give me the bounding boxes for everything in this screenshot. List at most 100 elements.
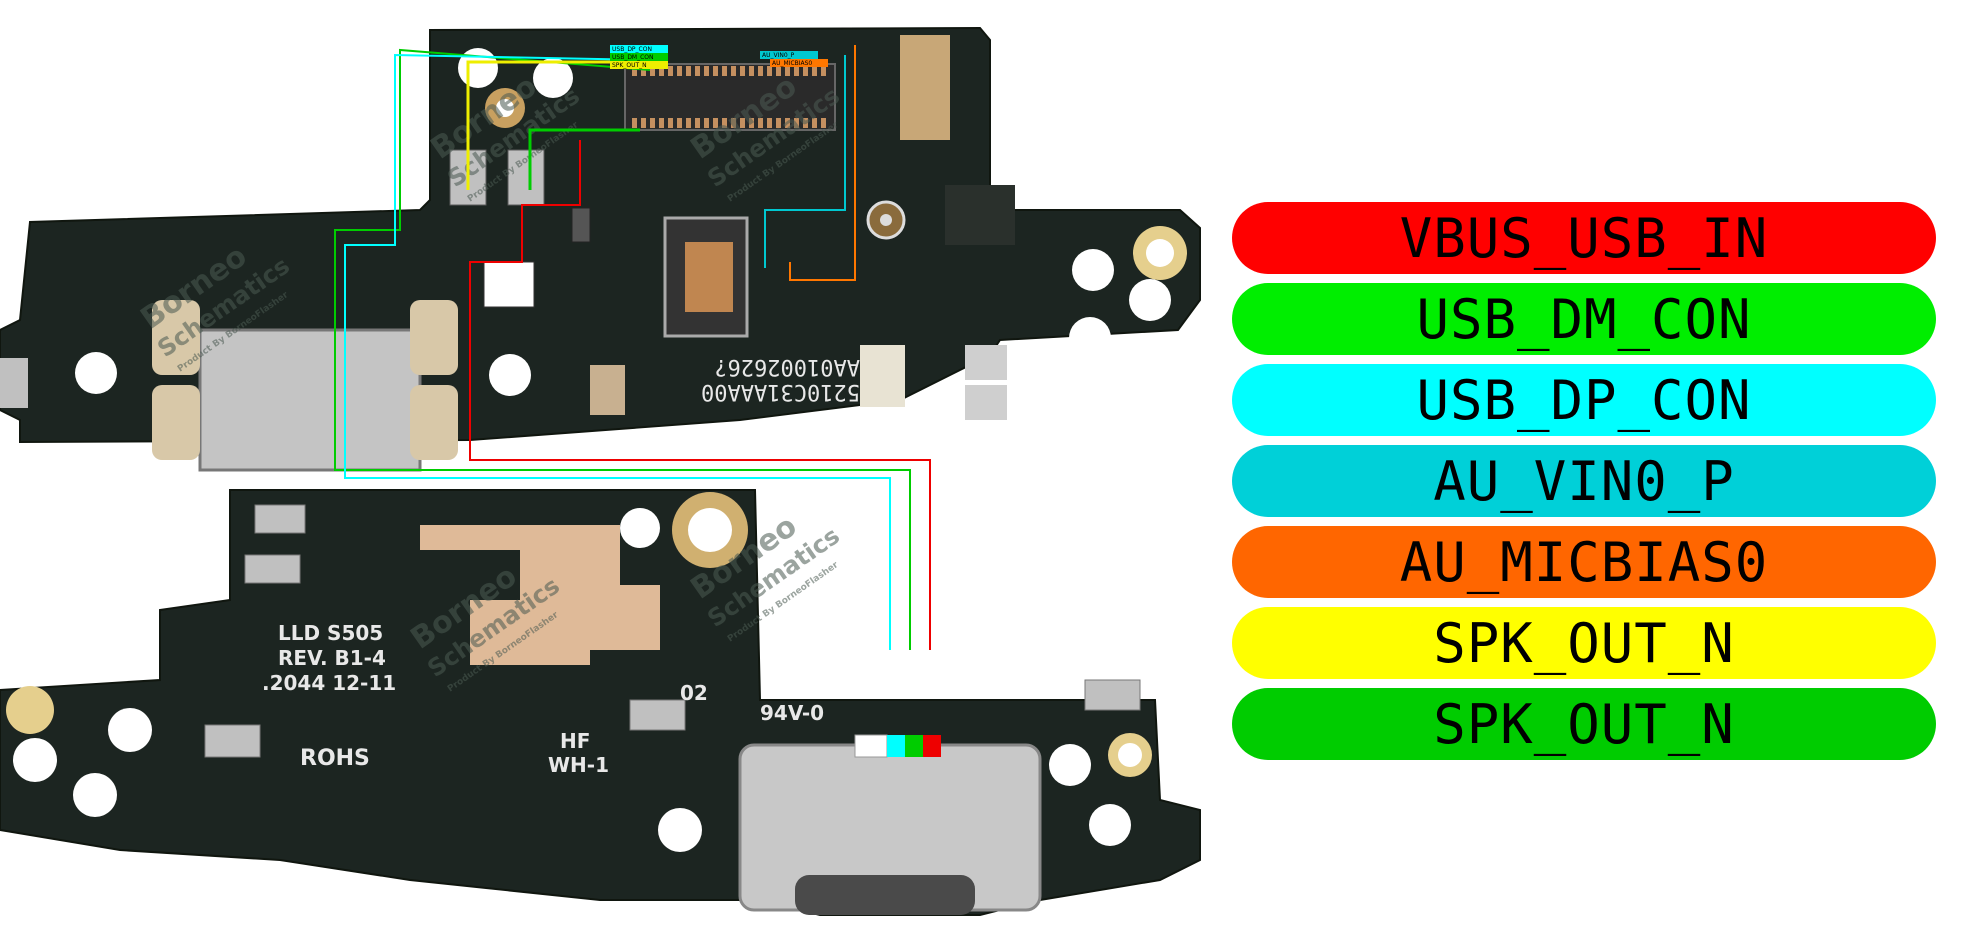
pad-right bbox=[965, 345, 1007, 380]
fpc-pin bbox=[704, 118, 709, 128]
mount-hole bbox=[1049, 744, 1091, 786]
fpc-pin bbox=[740, 118, 745, 128]
mount-hole bbox=[1129, 279, 1171, 321]
fpc-pin bbox=[749, 118, 754, 128]
trace-spk-green bbox=[528, 128, 640, 190]
usb-c-pin-white bbox=[854, 734, 888, 758]
micro-usb-pad bbox=[410, 300, 458, 375]
fpc-pin bbox=[794, 118, 799, 128]
legend-item-usb-dm-con: USB_DM_CON bbox=[1232, 283, 1936, 355]
mount-hole bbox=[533, 58, 573, 98]
fpc-pin bbox=[695, 118, 700, 128]
board-label-hf: HF bbox=[560, 729, 590, 753]
fpc-pin bbox=[776, 66, 781, 76]
mount-hole bbox=[73, 773, 117, 817]
usb-c-pin-red bbox=[923, 735, 941, 757]
fpc-pin bbox=[731, 118, 736, 128]
trace-au-vin bbox=[764, 55, 846, 268]
copper-pad-top-right bbox=[900, 35, 950, 140]
fpc-pin bbox=[821, 118, 826, 128]
pcb-part-number-2: 5210C31AAA00 bbox=[701, 379, 860, 404]
fpc-pin bbox=[668, 118, 673, 128]
legend-item-spk-out-n-yellow: SPK_OUT_N bbox=[1232, 607, 1936, 679]
switch-component bbox=[483, 261, 535, 308]
fpc-pin bbox=[713, 66, 718, 76]
mount-hole bbox=[1069, 317, 1111, 359]
fpc-pin bbox=[632, 118, 637, 128]
microphone-body bbox=[685, 242, 733, 312]
fpc-pin bbox=[794, 66, 799, 76]
mount-hole bbox=[1146, 239, 1174, 267]
fpc-pin bbox=[641, 66, 646, 76]
top-pcb: AA01002626? 5210C31AAA00 bbox=[0, 26, 1201, 472]
connector-label-bg bbox=[610, 45, 668, 53]
fpc-pin bbox=[713, 118, 718, 128]
connector-label-bg bbox=[610, 53, 668, 61]
fpc-pin bbox=[632, 66, 637, 76]
fpc-pin bbox=[650, 118, 655, 128]
pad-right bbox=[965, 385, 1007, 420]
fpc-pin bbox=[785, 118, 790, 128]
board-label-rohs: ROHS bbox=[300, 746, 370, 771]
mount-hole bbox=[620, 508, 660, 548]
legend-item-au-micbias0: AU_MICBIAS0 bbox=[1232, 526, 1936, 598]
fpc-pin bbox=[812, 66, 817, 76]
mount-hole bbox=[1072, 249, 1114, 291]
legend-item-spk-out-n-green: SPK_OUT_N bbox=[1232, 688, 1936, 760]
fpc-pin bbox=[821, 66, 826, 76]
trace-spk-yellow bbox=[466, 60, 640, 190]
fpc-pin bbox=[686, 66, 691, 76]
board-label-flammability: 94V-0 bbox=[760, 701, 824, 725]
pcb-part-number-1: AA01002626? bbox=[714, 354, 860, 379]
board-label-date: .2044 12-11 bbox=[262, 671, 396, 695]
mount-hole bbox=[13, 738, 57, 782]
trace-usb-dm bbox=[334, 48, 911, 650]
fpc-pin bbox=[758, 118, 763, 128]
fpc-pin bbox=[722, 118, 727, 128]
mount-hole bbox=[688, 508, 732, 552]
spring-contact bbox=[254, 504, 306, 534]
fpc-pin bbox=[677, 118, 682, 128]
fpc-pin bbox=[731, 66, 736, 76]
mount-hole bbox=[489, 354, 531, 396]
connector-label-bg bbox=[610, 61, 668, 69]
bottom-pcb: LLD S505 REV. B1-4 .2044 12-11 ROHS HF W… bbox=[0, 489, 1201, 916]
legend-item-usb-dp-con: USB_DP_CON bbox=[1232, 364, 1936, 436]
fpc-pin bbox=[704, 66, 709, 76]
qr-code bbox=[945, 185, 1015, 245]
usb-c-pin-green bbox=[905, 735, 923, 757]
pcb-board-diagram: AA01002626? 5210C31AAA00 bbox=[0, 26, 1201, 916]
connector-label-bg bbox=[770, 59, 828, 67]
micro-usb-pad bbox=[410, 385, 458, 460]
usb-c-pin-cyan bbox=[887, 735, 905, 757]
fpc-pin bbox=[695, 66, 700, 76]
connector-label: USB_DP_CON bbox=[612, 46, 652, 53]
traces: USB_DP_CONUSB_DM_CONSPK_OUT_NAU_VIN0_PAU… bbox=[334, 45, 931, 650]
board-label-wh: WH-1 bbox=[548, 753, 609, 777]
fpc-pin bbox=[659, 66, 664, 76]
spring-contact bbox=[204, 724, 261, 758]
spring-contact bbox=[629, 699, 686, 731]
fpc-pin bbox=[803, 66, 808, 76]
fpc-pin bbox=[767, 118, 772, 128]
fpc-pin bbox=[803, 118, 808, 128]
mount-hole bbox=[1118, 743, 1142, 767]
side-clip bbox=[0, 358, 28, 408]
fpc-pin bbox=[668, 66, 673, 76]
micro-usb-connector bbox=[198, 328, 422, 472]
spring-contact bbox=[1084, 679, 1141, 711]
board-label-02: 02 bbox=[680, 681, 708, 705]
fpc-pin bbox=[740, 66, 745, 76]
fpc-pin bbox=[749, 66, 754, 76]
copper-pour bbox=[420, 525, 660, 665]
resistor bbox=[571, 207, 591, 243]
mount-hole bbox=[496, 99, 514, 117]
micro-usb-pad bbox=[152, 385, 200, 460]
fpc-pin bbox=[659, 118, 664, 128]
fpc-pin bbox=[677, 66, 682, 76]
micro-usb-pad bbox=[152, 300, 200, 375]
mount-hole bbox=[658, 808, 702, 852]
usb-c-opening bbox=[795, 875, 975, 915]
fpc-pin bbox=[785, 66, 790, 76]
